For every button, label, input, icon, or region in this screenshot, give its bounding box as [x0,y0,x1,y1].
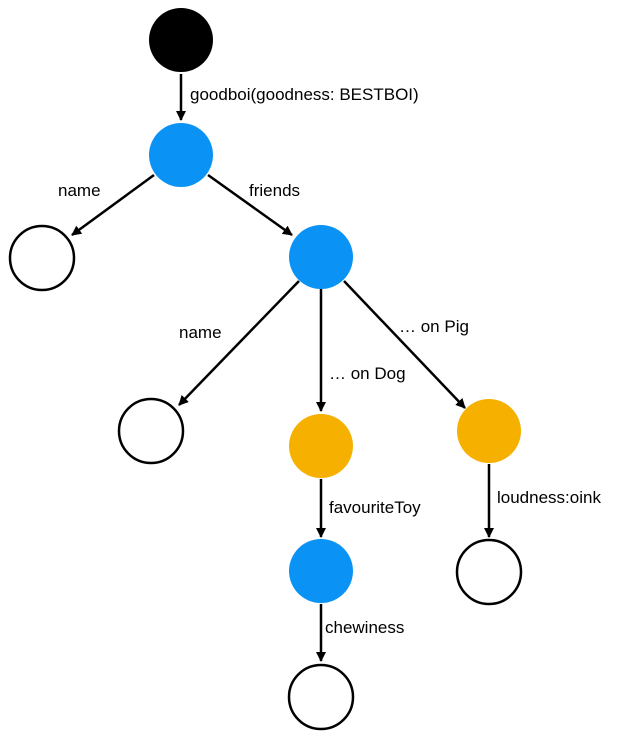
node-goodboi [149,123,213,187]
nodes [8,8,523,731]
edges [71,74,494,662]
edge-friends-name [178,280,300,406]
node-friends-name [117,397,185,465]
label-on-dog: … on Dog [329,364,406,383]
label-chewiness: chewiness [325,618,404,637]
label-friends-name: name [179,323,222,342]
label-goodboi: goodboi(goodness: BESTBOI) [190,85,419,104]
edge-on-pig [343,280,466,409]
node-dog-fragment [289,414,353,478]
node-pig-fragment [457,399,521,463]
label-friends: friends [249,181,300,200]
label-favourite-toy: favouriteToy [329,498,421,517]
node-chewiness [287,663,355,731]
node-favourite-toy [289,539,353,603]
node-friends [289,225,353,289]
label-goodboi-name: name [58,181,101,200]
node-loudness [455,538,523,606]
node-root [149,8,213,72]
edge-friends [207,173,293,237]
label-on-pig: … on Pig [399,317,469,336]
node-goodboi-name [8,224,76,292]
label-loudness: loudness:oink [497,488,601,507]
edge-goodboi-name [71,173,155,237]
edge-labels: goodboi(goodness: BESTBOI) name friends … [58,85,601,637]
